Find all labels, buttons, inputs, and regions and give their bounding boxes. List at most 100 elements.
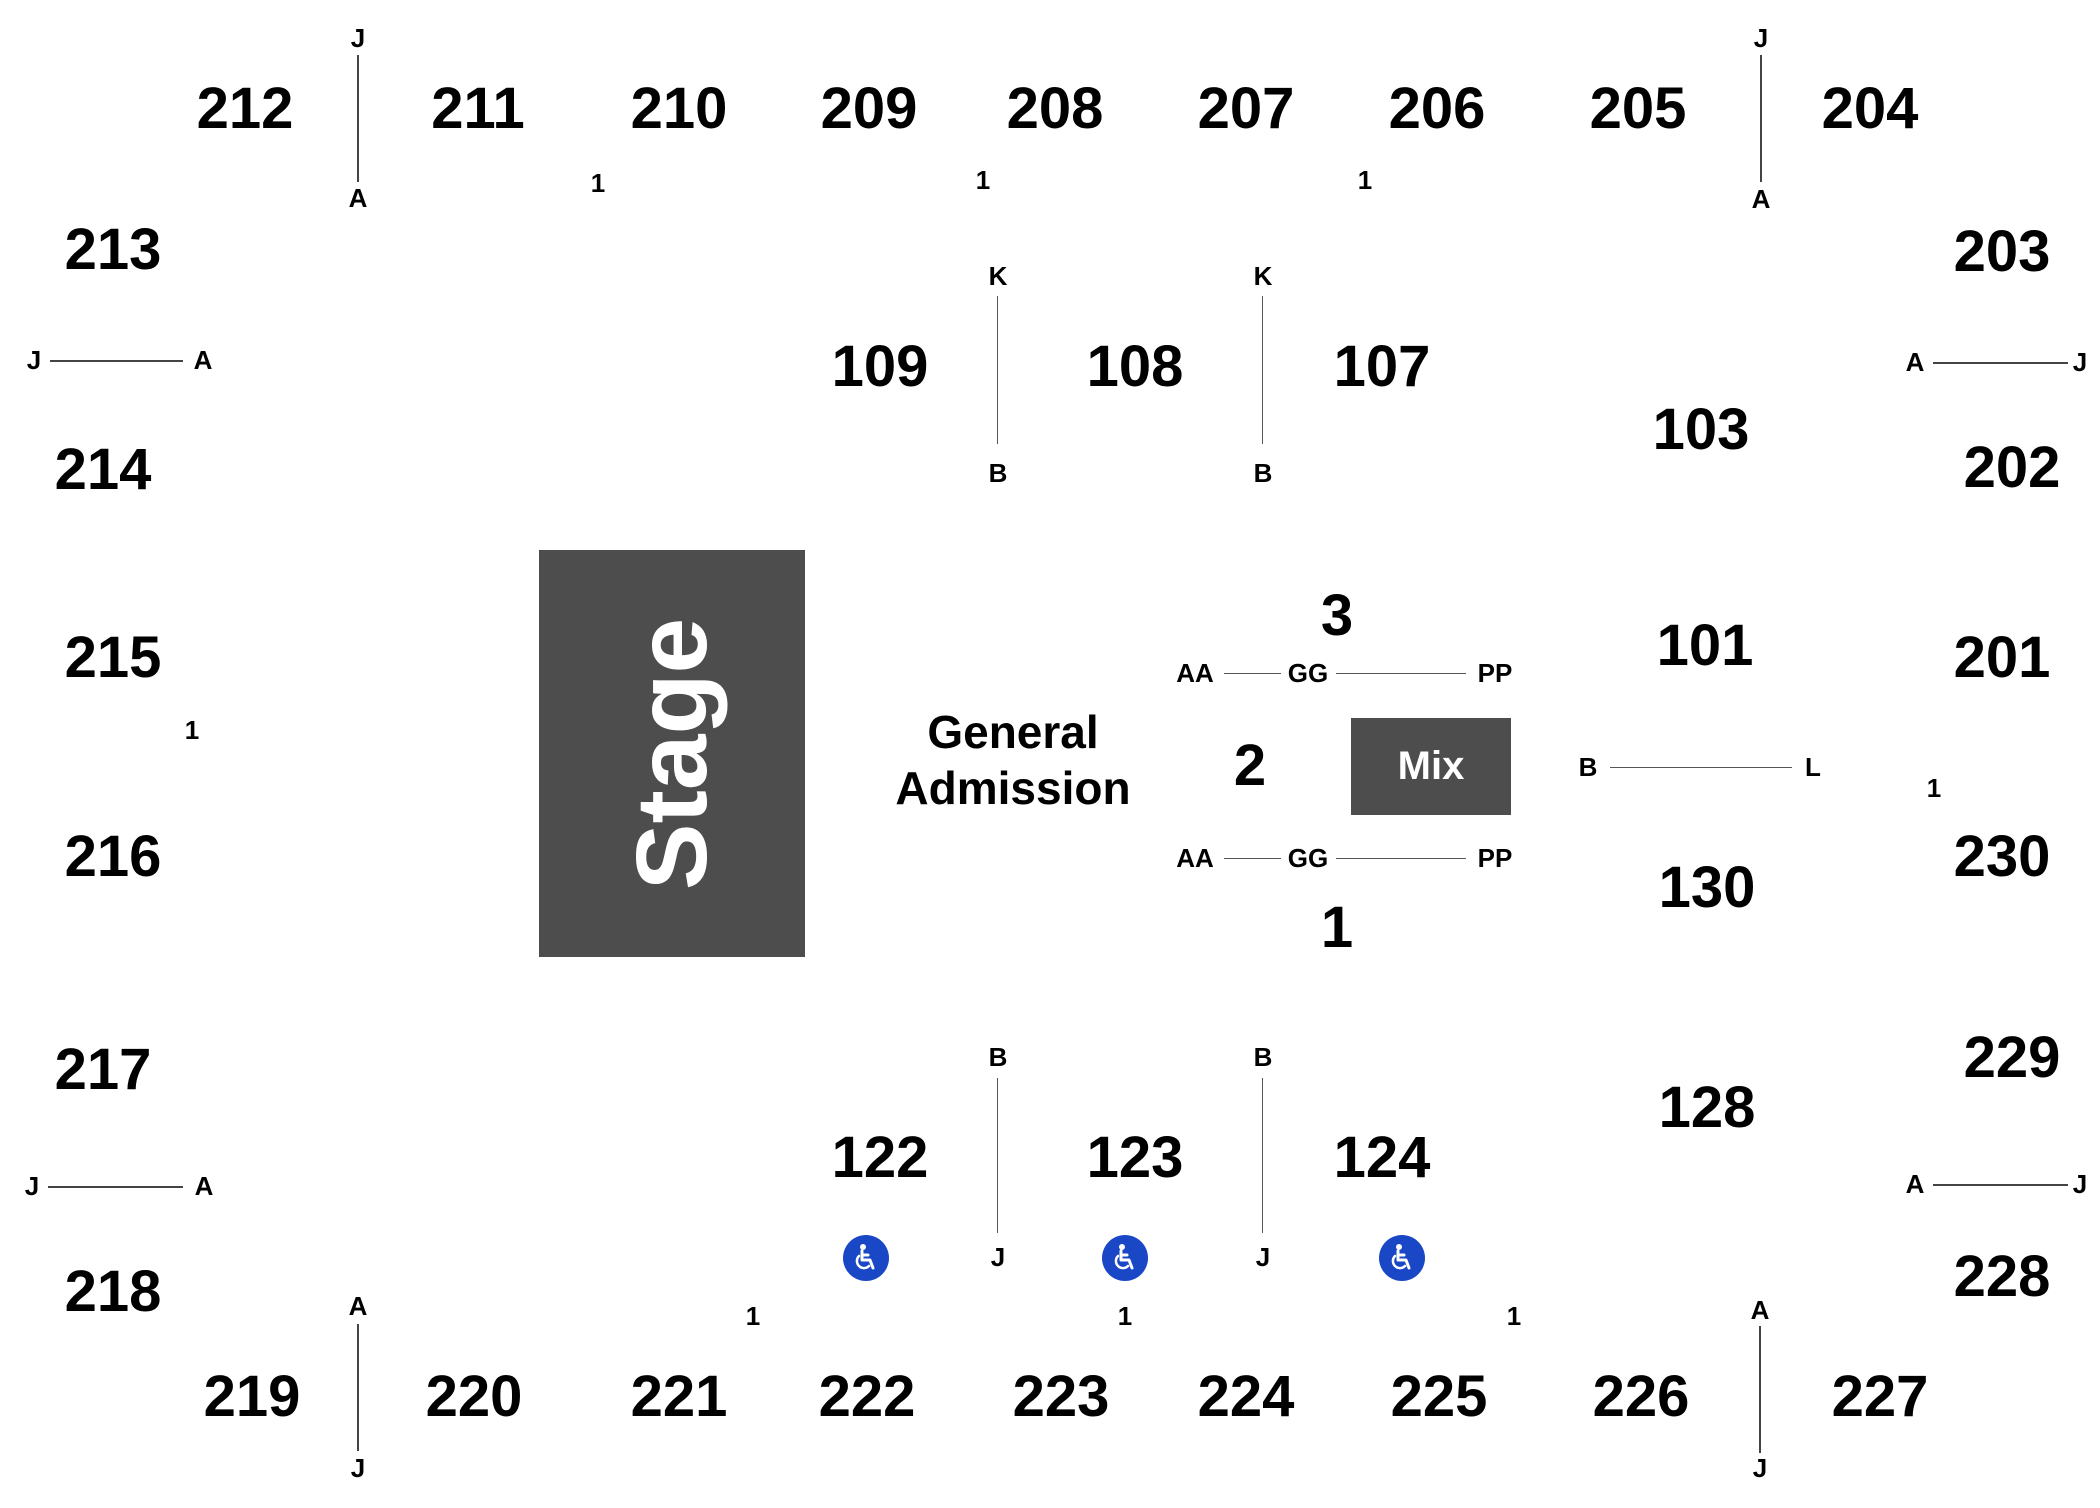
seat-1-marker: 1 — [745, 1301, 761, 1331]
floor-row-gg-lower: GG — [1287, 843, 1329, 873]
row-j-marker: J — [1255, 1242, 1271, 1272]
section-202[interactable]: 202 — [1963, 435, 2061, 500]
floor-row-pp-upper: PP — [1477, 658, 1513, 688]
floor-section-1[interactable]: 1 — [1320, 895, 1354, 960]
row-line — [1610, 767, 1792, 768]
wheelchair-accessible-icon[interactable] — [1379, 1235, 1425, 1281]
row-j-marker: J — [2072, 1169, 2088, 1199]
row-a-marker: A — [1905, 1169, 1925, 1199]
floor-row-line — [1336, 858, 1466, 859]
row-l-marker: L — [1805, 752, 1821, 782]
section-230[interactable]: 230 — [1953, 824, 2051, 889]
floor-row-gg-upper: GG — [1287, 658, 1329, 688]
section-108[interactable]: 108 — [1086, 334, 1184, 399]
row-a-marker: A — [1905, 347, 1925, 377]
section-130[interactable]: 130 — [1658, 855, 1756, 920]
row-b-marker: B — [988, 1042, 1008, 1072]
section-227[interactable]: 227 — [1831, 1364, 1929, 1429]
wheelchair-accessible-icon[interactable] — [843, 1235, 889, 1281]
row-line — [1262, 1078, 1263, 1233]
section-214[interactable]: 214 — [54, 437, 152, 502]
section-228[interactable]: 228 — [1953, 1244, 2051, 1309]
floor-row-line — [1224, 858, 1281, 859]
row-line — [1933, 362, 2068, 364]
row-a-marker: A — [1750, 1295, 1770, 1325]
row-a-marker: A — [1751, 184, 1771, 214]
mix-position: Mix — [1351, 718, 1511, 815]
section-203[interactable]: 203 — [1953, 219, 2051, 284]
section-211[interactable]: 211 — [431, 76, 525, 141]
section-220[interactable]: 220 — [425, 1364, 523, 1429]
section-223[interactable]: 223 — [1012, 1364, 1110, 1429]
section-123[interactable]: 123 — [1086, 1125, 1184, 1190]
seat-1-marker: 1 — [1506, 1301, 1522, 1331]
section-222[interactable]: 222 — [818, 1364, 916, 1429]
row-line — [1262, 296, 1263, 444]
section-225[interactable]: 225 — [1390, 1364, 1488, 1429]
row-line — [997, 1078, 998, 1233]
general-admission-line-2: Admission — [895, 762, 1131, 814]
row-b-marker: B — [988, 458, 1008, 488]
section-218[interactable]: 218 — [64, 1259, 162, 1324]
row-j-marker: J — [26, 345, 42, 375]
row-line — [50, 360, 183, 362]
section-206[interactable]: 206 — [1388, 76, 1486, 141]
section-101[interactable]: 101 — [1656, 613, 1754, 678]
wheelchair-accessible-icon[interactable] — [1102, 1235, 1148, 1281]
section-212[interactable]: 212 — [196, 76, 294, 141]
row-a-marker: A — [348, 1291, 368, 1321]
section-217[interactable]: 217 — [54, 1037, 152, 1102]
floor-row-aa-lower: AA — [1176, 843, 1214, 873]
row-a-marker: A — [194, 1171, 214, 1201]
section-219[interactable]: 219 — [203, 1364, 301, 1429]
row-b-marker: B — [1578, 752, 1598, 782]
wheelchair-glyph — [855, 1244, 875, 1270]
section-128[interactable]: 128 — [1658, 1075, 1756, 1140]
section-107[interactable]: 107 — [1333, 334, 1431, 399]
section-109[interactable]: 109 — [831, 334, 929, 399]
section-226[interactable]: 226 — [1592, 1364, 1690, 1429]
section-201[interactable]: 201 — [1953, 625, 2051, 690]
row-k-marker: K — [988, 261, 1008, 291]
floor-row-line — [1224, 673, 1281, 674]
floor-row-line — [1336, 673, 1466, 674]
row-line — [1933, 1184, 2068, 1186]
section-124[interactable]: 124 — [1333, 1125, 1431, 1190]
section-221[interactable]: 221 — [630, 1364, 728, 1429]
row-a-marker: A — [348, 183, 368, 213]
row-line — [357, 55, 359, 182]
section-224[interactable]: 224 — [1197, 1364, 1295, 1429]
row-line — [357, 1324, 359, 1451]
row-line — [997, 296, 998, 444]
section-229[interactable]: 229 — [1963, 1025, 2061, 1090]
section-210[interactable]: 210 — [630, 76, 728, 141]
section-209[interactable]: 209 — [820, 76, 918, 141]
section-204[interactable]: 204 — [1821, 76, 1919, 141]
section-215[interactable]: 215 — [64, 625, 162, 690]
row-j-marker: J — [1753, 23, 1769, 53]
stage[interactable]: Stage — [539, 550, 805, 957]
section-207[interactable]: 207 — [1197, 76, 1295, 141]
row-j-marker: J — [350, 1453, 366, 1483]
seat-1-marker: 1 — [590, 168, 606, 198]
row-b-marker: B — [1253, 458, 1273, 488]
general-admission-label[interactable]: General Admission — [895, 704, 1130, 816]
seat-1-marker: 1 — [184, 715, 200, 745]
stage-label: Stage — [616, 617, 728, 890]
seat-1-marker: 1 — [975, 165, 991, 195]
section-205[interactable]: 205 — [1589, 76, 1687, 141]
floor-section-2[interactable]: 2 — [1233, 733, 1267, 798]
floor-section-3[interactable]: 3 — [1320, 583, 1354, 648]
section-208[interactable]: 208 — [1006, 76, 1104, 141]
section-213[interactable]: 213 — [64, 217, 162, 282]
seat-1-marker: 1 — [1926, 773, 1942, 803]
wheelchair-glyph — [1114, 1244, 1134, 1270]
section-216[interactable]: 216 — [64, 824, 162, 889]
section-122[interactable]: 122 — [831, 1125, 929, 1190]
section-103[interactable]: 103 — [1652, 397, 1750, 462]
floor-row-aa-upper: AA — [1176, 658, 1214, 688]
row-a-marker: A — [193, 345, 213, 375]
seat-1-marker: 1 — [1117, 1301, 1133, 1331]
row-line — [48, 1186, 183, 1188]
